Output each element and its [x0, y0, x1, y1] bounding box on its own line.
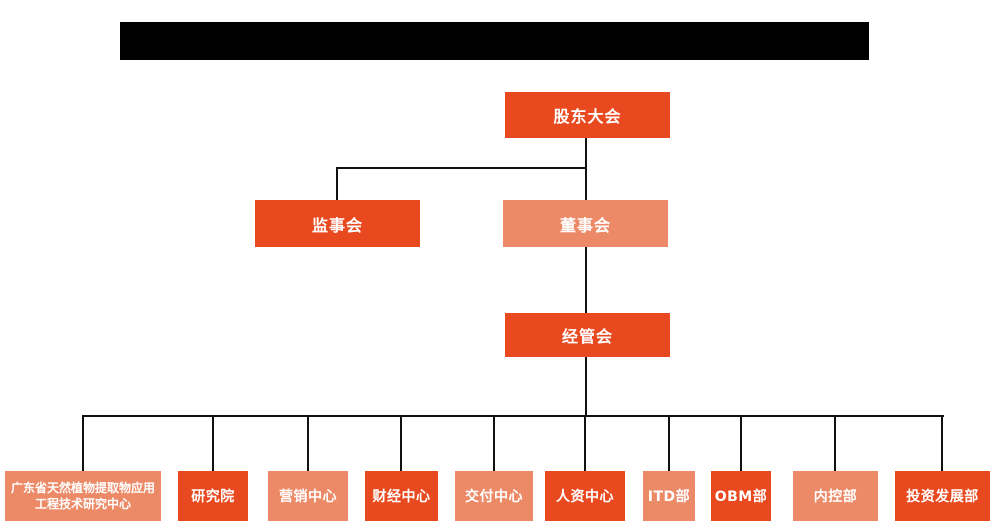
- connector-drop-dept-7: [668, 415, 670, 471]
- connector-branch-horizontal: [336, 167, 586, 169]
- org-node-shareholders-meeting: 股东大会: [505, 92, 670, 138]
- org-node-board-of-directors: 董事会: [503, 200, 668, 247]
- connector-drop-dept-2: [212, 415, 214, 471]
- connector-departments-horizontal: [82, 415, 944, 417]
- connector-directors-to-management: [585, 247, 587, 313]
- org-node-dept-delivery-center: 交付中心: [455, 471, 533, 521]
- connector-root-to-directors: [585, 138, 587, 200]
- connector-drop-dept-9: [834, 415, 836, 471]
- connector-drop-dept-1: [82, 415, 84, 471]
- connector-drop-dept-10: [941, 415, 943, 471]
- connector-drop-dept-3: [307, 415, 309, 471]
- org-node-dept-obm: OBM部: [711, 471, 771, 521]
- connector-drop-dept-6: [584, 415, 586, 471]
- org-node-dept-internal-control: 内控部: [793, 471, 878, 521]
- connector-drop-dept-5: [493, 415, 495, 471]
- org-node-supervisory-board: 监事会: [255, 200, 420, 247]
- connector-drop-supervisors: [336, 167, 338, 200]
- org-node-dept-investment-development: 投资发展部: [895, 471, 990, 521]
- connector-drop-dept-4: [400, 415, 402, 471]
- org-node-dept-research-tech-center: 广东省天然植物提取物应用工程技术研究中心: [5, 471, 161, 521]
- connector-management-to-departments: [585, 357, 587, 416]
- org-node-dept-finance-center: 财经中心: [365, 471, 438, 521]
- org-node-dept-marketing-center: 营销中心: [268, 471, 348, 521]
- org-node-dept-itd: ITD部: [643, 471, 695, 521]
- redacted-title-bar: [120, 22, 869, 60]
- org-node-dept-research-institute: 研究院: [178, 471, 248, 521]
- connector-drop-dept-8: [740, 415, 742, 471]
- org-node-dept-hr-center: 人资中心: [545, 471, 625, 521]
- org-node-management-committee: 经管会: [505, 313, 670, 357]
